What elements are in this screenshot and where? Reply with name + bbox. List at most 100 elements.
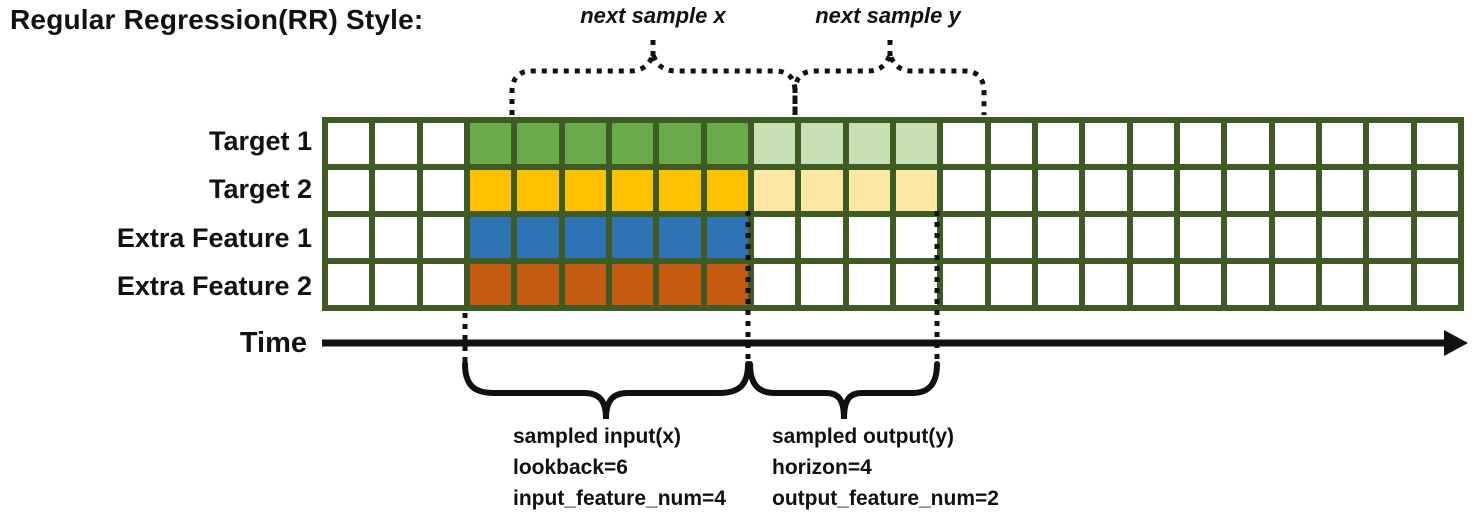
grid-cell: [1274, 217, 1316, 258]
grid-cell: [895, 264, 938, 305]
grid-cell: [611, 217, 654, 258]
grid-cell: [469, 170, 512, 211]
grid-cell: [1274, 170, 1316, 211]
next-sample-y-brace: [792, 45, 987, 115]
grid-cell: [1037, 217, 1080, 258]
time-axis-label: Time: [239, 327, 307, 359]
time-axis-arrowhead: [1444, 330, 1468, 356]
grid-cell: [422, 123, 464, 164]
grid-cell: [706, 217, 748, 258]
grid-cell: [375, 123, 417, 164]
grid-cell: [1416, 170, 1458, 211]
grid-cell: [753, 170, 796, 211]
grid-cell: [328, 170, 370, 211]
horizon-line: horizon=4: [772, 456, 872, 479]
grid-cell: [1369, 217, 1411, 258]
grid-cell: [990, 123, 1032, 164]
grid-cell: [753, 123, 796, 164]
grid-cell: [895, 123, 938, 164]
grid-cell: [422, 264, 464, 305]
grid-cell: [801, 217, 843, 258]
grid-cell: [943, 170, 985, 211]
diagram-title: Regular Regression(RR) Style:: [10, 4, 424, 35]
lookback-line: lookback=6: [513, 456, 628, 479]
grid-cell: [517, 170, 559, 211]
grid-cell: [1321, 217, 1364, 258]
grid-cell: [611, 170, 654, 211]
next-sample-x-brace: [509, 45, 798, 115]
grid-cell: [1227, 123, 1269, 164]
grid-cell: [1227, 264, 1269, 305]
grid-cell: [990, 217, 1032, 258]
grid-cell: [1085, 170, 1127, 211]
grid-cell: [517, 264, 559, 305]
grid-cell: [1321, 123, 1364, 164]
sampled-output-annotation: sampled output(y) horizon=4 output_featu…: [772, 421, 999, 514]
grid-cell: [848, 123, 890, 164]
sampled-output-line: sampled output(y): [772, 425, 954, 448]
grid-cell: [753, 264, 796, 305]
grid-cell: [1132, 123, 1174, 164]
grid-cell: [375, 217, 417, 258]
grid-cell: [659, 264, 701, 305]
sampled-input-line: sampled input(x): [513, 425, 682, 448]
row-label-target-2: Target 2: [208, 174, 312, 204]
grid-cell: [990, 170, 1032, 211]
grid-cell: [517, 217, 559, 258]
row-label-extra-feature-1: Extra Feature 1: [116, 223, 312, 253]
grid-cell: [1132, 264, 1174, 305]
grid-cell: [328, 123, 370, 164]
grid-cell: [564, 123, 606, 164]
grid-cell: [1369, 170, 1411, 211]
grid-cell: [1037, 123, 1080, 164]
output-feature-num-line: output_feature_num=2: [772, 487, 999, 510]
grid-cell: [1179, 217, 1222, 258]
grid-cell: [1369, 123, 1411, 164]
grid-cell: [1085, 264, 1127, 305]
grid-cell: [1132, 170, 1174, 211]
grid-cell: [943, 264, 985, 305]
grid-cell: [1321, 170, 1364, 211]
grid-cell: [801, 123, 843, 164]
grid-cell: [469, 123, 512, 164]
grid-cell: [564, 264, 606, 305]
grid-cell: [659, 170, 701, 211]
grid-cell: [848, 170, 890, 211]
grid-cell: [469, 217, 512, 258]
grid-cell: [611, 123, 654, 164]
grid-cell: [1416, 123, 1458, 164]
grid-cell: [706, 123, 748, 164]
grid-cell: [1227, 217, 1269, 258]
grid-cell: [611, 264, 654, 305]
grid-cell: [943, 123, 985, 164]
input-feature-num-line: input_feature_num=4: [513, 487, 726, 510]
grid-cell: [1274, 264, 1316, 305]
grid-cell: [848, 217, 890, 258]
grid-cell: [1416, 264, 1458, 305]
sampled-input-brace: [462, 361, 751, 420]
grid-cell: [1179, 123, 1222, 164]
grid-cell: [895, 217, 938, 258]
grid-cell: [1132, 217, 1174, 258]
grid-cell: [1321, 264, 1364, 305]
grid-cell: [659, 217, 701, 258]
grid-cell: [801, 264, 843, 305]
next-sample-y-label: next sample y: [815, 3, 961, 28]
grid-cell: [1416, 217, 1458, 258]
sample-grid: [322, 117, 1464, 311]
grid-cell: [753, 217, 796, 258]
grid-cell: [1085, 123, 1127, 164]
grid-cell: [469, 264, 512, 305]
grid-cell: [1085, 217, 1127, 258]
row-label-target-1: Target 1: [208, 126, 312, 156]
grid-cell: [1037, 170, 1080, 211]
grid-cell: [422, 170, 464, 211]
grid-cell: [328, 264, 370, 305]
grid-cell: [564, 170, 606, 211]
sampled-input-annotation: sampled input(x) lookback=6 input_featur…: [513, 421, 726, 514]
grid-cell: [1369, 264, 1411, 305]
sampled-output-brace: [747, 361, 940, 420]
grid-cell: [328, 217, 370, 258]
row-label-extra-feature-2: Extra Feature 2: [116, 271, 312, 301]
